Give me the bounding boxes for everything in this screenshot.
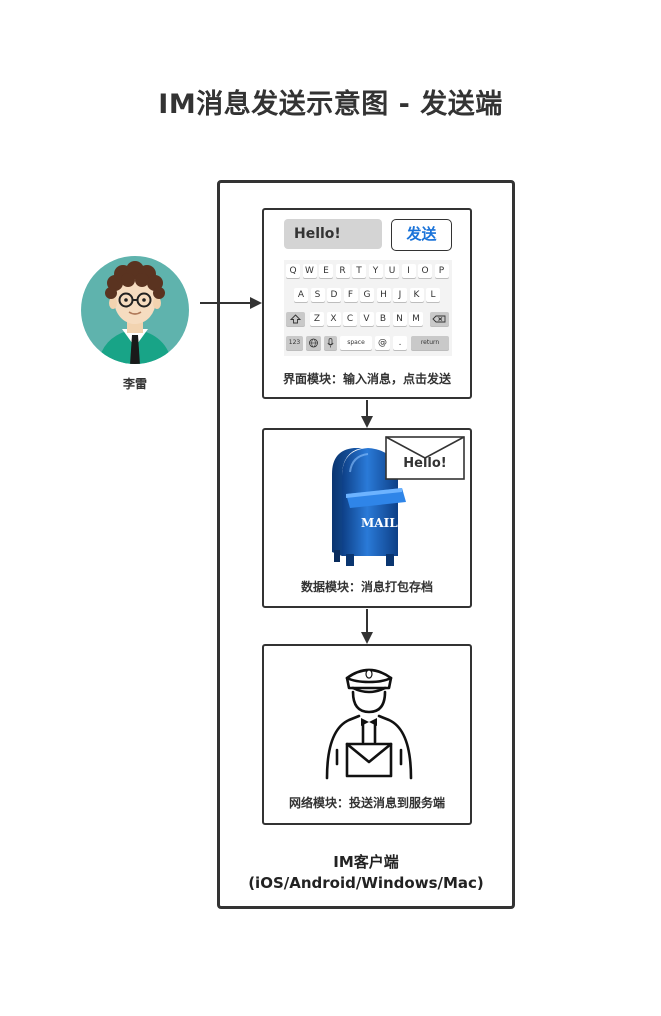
arrow-user-to-ui	[200, 297, 262, 309]
key-t[interactable]: T	[352, 264, 366, 278]
key-x[interactable]: X	[326, 312, 341, 326]
key-w[interactable]: W	[302, 264, 317, 278]
key-z[interactable]: Z	[310, 312, 324, 326]
envelope-text: Hello!	[403, 456, 447, 471]
key-k[interactable]: K	[409, 288, 424, 302]
key-a[interactable]: A	[294, 288, 308, 302]
user-avatar	[80, 255, 190, 365]
client-label-title: IM客户端	[333, 853, 399, 871]
key-y[interactable]: Y	[368, 264, 383, 278]
key-u[interactable]: U	[385, 264, 399, 278]
key-d[interactable]: D	[327, 288, 341, 302]
send-button[interactable]: 发送	[391, 219, 452, 251]
globe-key[interactable]	[306, 336, 321, 350]
backspace-key[interactable]	[430, 312, 449, 326]
ui-module-label: 界面模块：输入消息，点击发送	[282, 372, 451, 386]
key-e[interactable]: E	[319, 264, 333, 278]
key-p[interactable]: P	[434, 264, 449, 278]
key-o[interactable]: O	[418, 264, 432, 278]
net-module-label: 网络模块：投送消息到服务端	[288, 796, 445, 810]
mic-key[interactable]	[324, 336, 337, 350]
microphone-icon	[327, 338, 334, 348]
ui-module-box: Hello! 发送 Q W E R T Y U I O P A S D F G …	[262, 208, 472, 399]
arrow-data-to-net	[361, 609, 373, 644]
key-f[interactable]: F	[343, 288, 358, 302]
keyboard: Q W E R T Y U I O P A S D F G H J K L Z …	[284, 260, 452, 356]
shift-key[interactable]	[286, 312, 305, 326]
shift-icon	[289, 314, 302, 324]
net-module-box: 网络模块：投送消息到服务端	[262, 644, 472, 825]
key-j[interactable]: J	[393, 288, 407, 302]
key-g[interactable]: G	[360, 288, 374, 302]
key-b[interactable]: B	[376, 312, 390, 326]
arrow-ui-to-data	[361, 400, 373, 428]
message-input[interactable]: Hello!	[284, 219, 382, 249]
mailbox-icon	[332, 448, 406, 566]
data-module-label: 数据模块：消息打包存档	[300, 580, 433, 594]
client-label-platforms: (iOS/Android/Windows/Mac)	[248, 874, 484, 892]
backspace-icon	[432, 315, 446, 323]
key-m[interactable]: M	[409, 312, 423, 326]
key-l[interactable]: L	[426, 288, 440, 302]
user-name: 李雷	[122, 377, 147, 391]
envelope-icon	[385, 436, 465, 480]
data-module-box: MAIL Hello! 数据模块：消息打包存档	[262, 428, 472, 608]
avatar-illustration	[81, 256, 189, 364]
client-label: IM客户端 (iOS/Android/Windows/Mac)	[217, 852, 515, 894]
key-s[interactable]: S	[310, 288, 325, 302]
key-i[interactable]: I	[401, 264, 416, 278]
mailbox-label: MAIL	[361, 516, 398, 530]
at-key[interactable]: @	[375, 336, 390, 350]
key-q[interactable]: Q	[286, 264, 300, 278]
postman-icon	[325, 668, 413, 780]
key-h[interactable]: H	[376, 288, 391, 302]
key-c[interactable]: C	[343, 312, 357, 326]
space-key[interactable]: space	[340, 336, 372, 350]
return-key[interactable]: return	[411, 336, 449, 350]
key-v[interactable]: V	[359, 312, 374, 326]
client-frame	[217, 180, 515, 909]
key-n[interactable]: N	[392, 312, 407, 326]
page-title: IM消息发送示意图 - 发送端	[158, 89, 503, 120]
key-r[interactable]: R	[335, 264, 350, 278]
dot-key[interactable]: .	[393, 336, 407, 350]
numbers-key[interactable]: 123	[286, 336, 303, 350]
globe-icon	[309, 338, 318, 348]
